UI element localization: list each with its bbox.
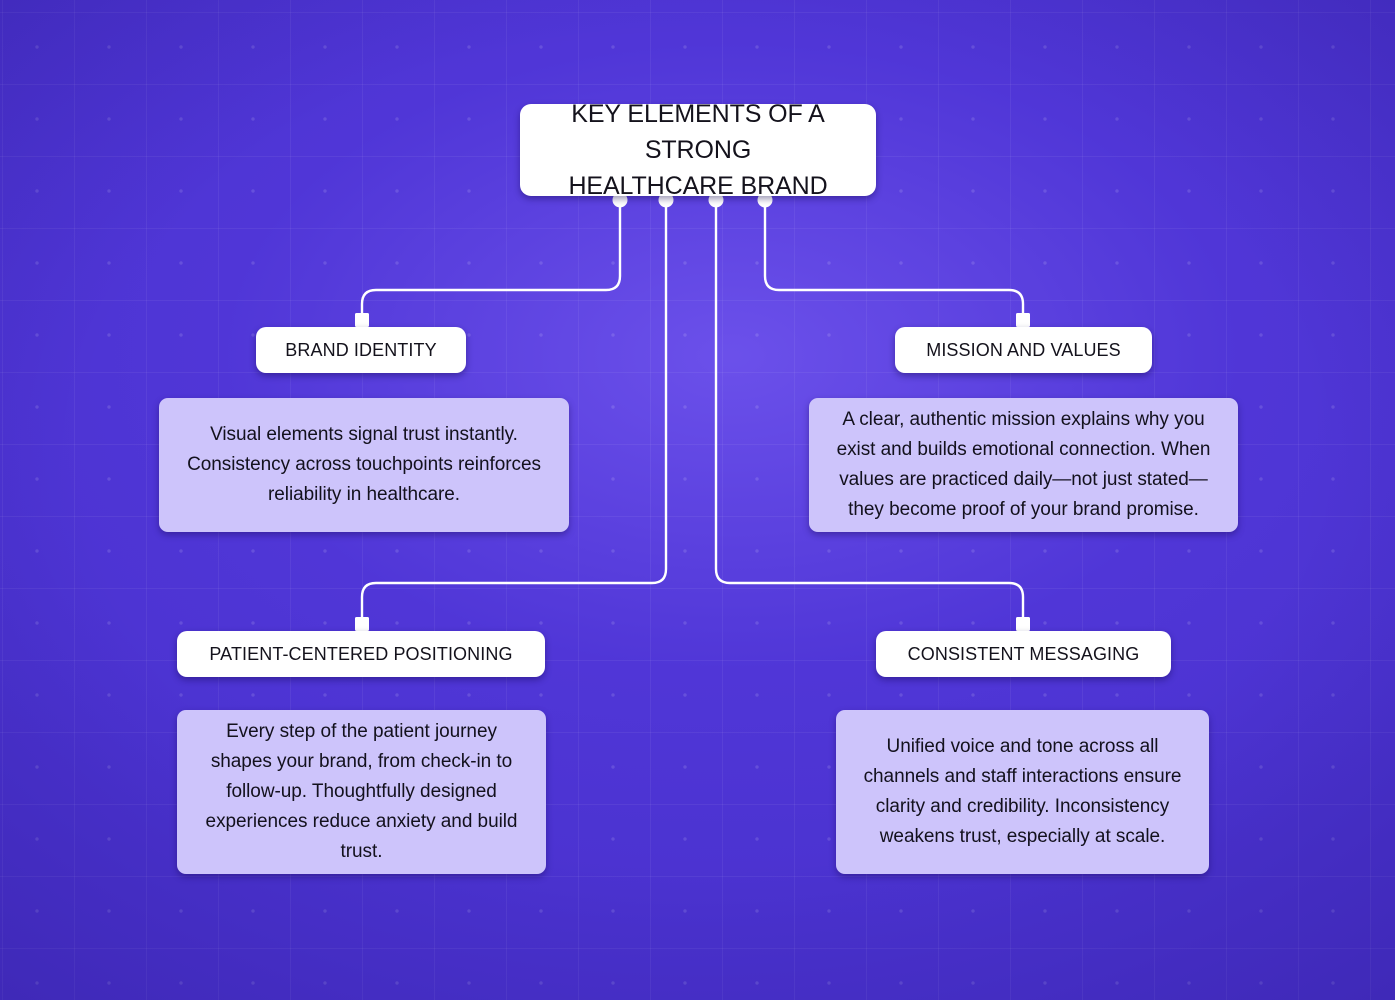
connector-endpoint-patient-centered-positioning — [355, 617, 369, 631]
description-text: Every step of the patient journey shapes… — [205, 721, 518, 862]
description-card-patient-centered-positioning: Every step of the patient journey shapes… — [177, 710, 546, 874]
description-card-mission-and-values: A clear, authentic mission explains why … — [809, 398, 1238, 532]
connector-path-mission-values — [763, 198, 1025, 329]
topic-node-label: PATIENT-CENTERED POSITIONING — [209, 644, 513, 664]
topic-node-patient-centered-positioning[interactable]: PATIENT-CENTERED POSITIONING — [177, 631, 545, 677]
root-node-label: KEY ELEMENTS OF A STRONG HEALTHCARE BRAND — [538, 96, 858, 204]
topic-node-brand-identity[interactable]: BRAND IDENTITY — [256, 327, 466, 373]
description-text: A clear, authentic mission explains why … — [836, 409, 1211, 520]
topic-node-label: BRAND IDENTITY — [285, 340, 437, 360]
description-card-brand-identity: Visual elements signal trust instantly. … — [159, 398, 569, 532]
connector-endpoint-mission-values — [1016, 313, 1030, 327]
root-node[interactable]: KEY ELEMENTS OF A STRONG HEALTHCARE BRAND — [520, 100, 876, 200]
root-node-label-line-1: KEY ELEMENTS OF A STRONG — [571, 100, 825, 164]
topic-node-label: CONSISTENT MESSAGING — [907, 644, 1140, 664]
topic-node-label: MISSION AND VALUES — [926, 340, 1121, 360]
connector-endpoint-brand-identity — [355, 313, 369, 327]
topic-node-mission-and-values[interactable]: MISSION AND VALUES — [895, 327, 1152, 373]
description-text: Unified voice and tone across all channe… — [863, 736, 1182, 847]
connector-endpoint-consistent-messaging — [1016, 617, 1030, 631]
topic-node-consistent-messaging[interactable]: CONSISTENT MESSAGING — [876, 631, 1171, 677]
root-node-label-line-2: HEALTHCARE BRAND — [568, 172, 828, 200]
connector-path-brand-identity — [360, 198, 622, 329]
description-card-consistent-messaging: Unified voice and tone across all channe… — [836, 710, 1209, 874]
description-text: Visual elements signal trust instantly. … — [187, 424, 541, 505]
